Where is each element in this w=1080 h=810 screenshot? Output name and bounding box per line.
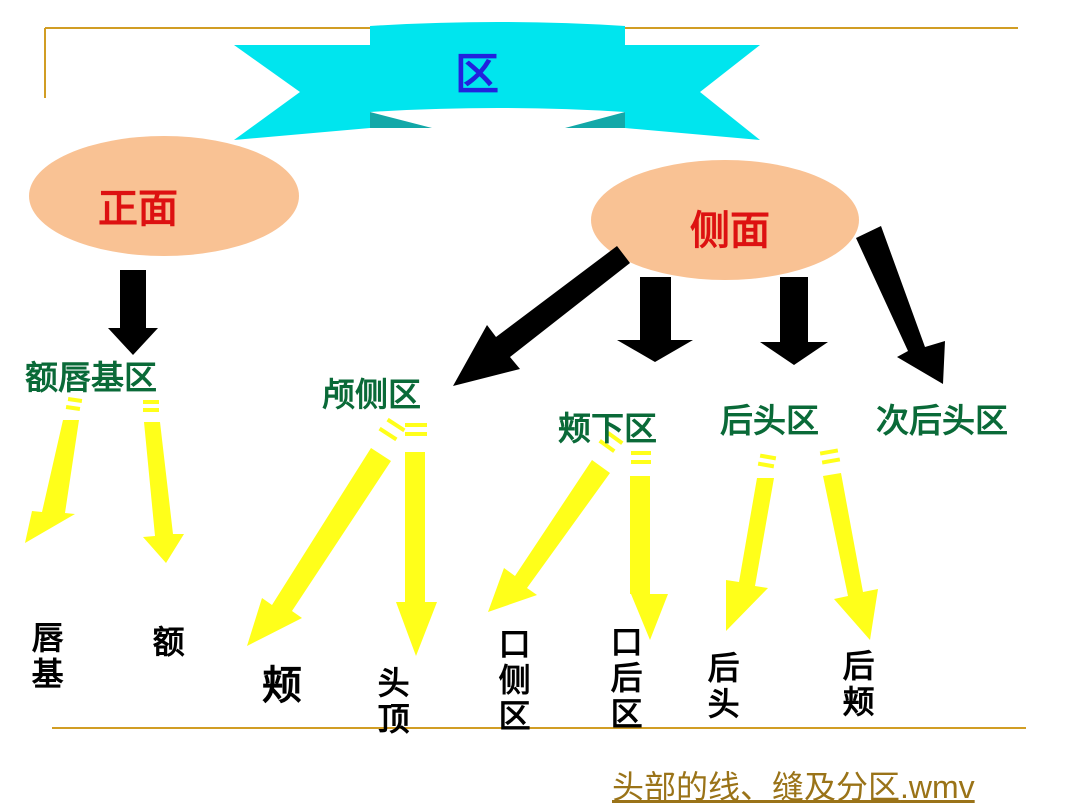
- black-arrow-side-4: [856, 226, 945, 384]
- yellow-arrow-to-e: [143, 400, 184, 563]
- banner-fold-right: [565, 112, 625, 128]
- yellow-arrow-to-chunji: [25, 397, 83, 543]
- leaf-touding: 头顶: [377, 664, 410, 738]
- black-arrow-side-1: [453, 246, 630, 386]
- yellow-arrow-to-kouce: [488, 431, 624, 612]
- region-houtou: 后头区: [720, 401, 819, 440]
- side-label: 侧面: [690, 208, 770, 254]
- diagram-title: 区: [455, 49, 499, 100]
- region-eshunji: 额唇基区: [25, 358, 157, 397]
- leaf-chunji: 唇基: [31, 619, 64, 693]
- front-label: 正面: [98, 186, 178, 232]
- video-link-text[interactable]: 头部的线、缝及分区: [612, 768, 901, 806]
- yellow-arrow-to-kouhou: [630, 451, 668, 640]
- black-arrow-front: [108, 270, 158, 355]
- yellow-arrow-to-houtou: [726, 453, 777, 631]
- region-jiaxia: 颊下区: [558, 409, 657, 448]
- yellow-arrow-to-jia: [247, 417, 406, 646]
- banner-fold-left: [370, 112, 432, 128]
- leaf-houtou: 后头: [707, 649, 740, 723]
- side-ellipse: [591, 160, 859, 280]
- black-arrows: [108, 226, 945, 386]
- region-cihoutou: 次后头区: [876, 401, 1008, 440]
- black-arrow-side-3: [760, 277, 828, 365]
- leaf-kouhou: 口后区: [610, 623, 643, 733]
- title-banner: [234, 22, 760, 140]
- banner-body: [370, 22, 625, 112]
- banner-left-tail: [234, 45, 370, 140]
- banner-right-tail: [625, 45, 760, 140]
- front-ellipse: [29, 136, 299, 256]
- slide-frame: [44, 27, 1026, 729]
- leaf-kouce: 口侧区: [498, 625, 531, 735]
- video-link-extension[interactable]: .wmv: [900, 769, 975, 805]
- leaf-e: 额: [152, 623, 185, 661]
- yellow-arrows: [25, 397, 878, 656]
- video-link[interactable]: 头部的线、缝及分区.wmv: [612, 762, 975, 808]
- region-luce: 颅侧区: [322, 375, 421, 414]
- yellow-arrow-to-touding: [396, 423, 437, 656]
- black-arrow-side-2: [617, 277, 693, 362]
- yellow-arrow-to-houjia: [819, 448, 878, 640]
- leaf-jia: 颊: [262, 663, 302, 709]
- leaf-houjia: 后颊: [842, 647, 875, 721]
